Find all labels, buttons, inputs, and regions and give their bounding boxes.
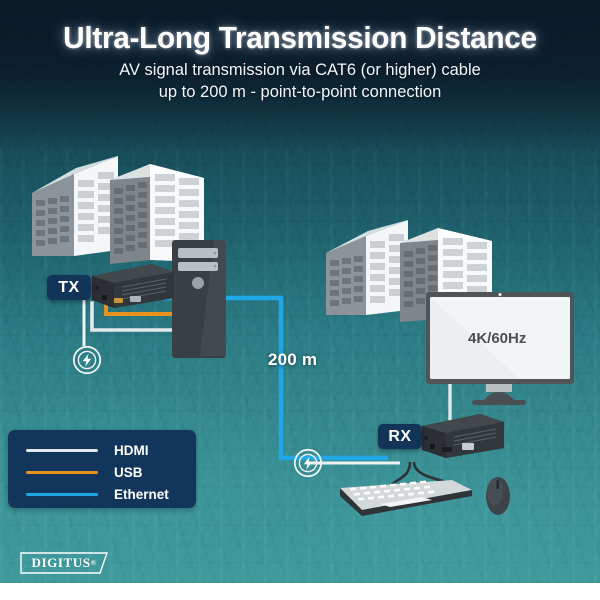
- distance-label: 200 m: [268, 350, 318, 369]
- logo-registered-mark: ®: [90, 559, 97, 567]
- logo-name: DIGITUS: [31, 555, 91, 570]
- hdmi-cable-tx: [90, 301, 204, 332]
- usb-cable: [104, 301, 204, 316]
- power-cable-tx: [82, 300, 86, 346]
- power-cable-rx: [308, 461, 400, 465]
- keyboard-icon: [340, 480, 472, 516]
- power-bolt-icon-tx: [72, 345, 102, 375]
- monitor-icon: [426, 292, 574, 405]
- power-bolt-icon-rx: [293, 448, 323, 478]
- subtitle-line-1: AV signal transmission via CAT6 (or high…: [119, 61, 481, 79]
- monitor-screen-label: 4K/60Hz: [468, 330, 527, 347]
- legend-label-usb: USB: [114, 464, 143, 480]
- office-building-icon-left: [32, 156, 204, 264]
- hdmi-cable-rx: [448, 380, 452, 424]
- tx-badge-label: TX: [58, 278, 80, 296]
- logo-wordmark: DIGITUS®: [20, 552, 108, 574]
- legend-swatch-hdmi: [26, 448, 98, 452]
- desktop-tower-icon: [172, 240, 226, 358]
- legend-swatch-ethernet: [26, 492, 98, 496]
- legend-item-usb: USB: [26, 464, 143, 480]
- mouse-icon: [486, 477, 510, 515]
- rx-badge: RX: [378, 424, 422, 449]
- legend-swatch-usb: [26, 470, 98, 474]
- subtitle-line-2: up to 200 m - point-to-point connection: [158, 82, 442, 101]
- rx-badge-label: RX: [388, 427, 412, 445]
- legend-label-hdmi: HDMI: [114, 442, 149, 458]
- legend-label-ethernet: Ethernet: [114, 486, 169, 502]
- background-top-fade: [0, 0, 600, 150]
- logo-frame: [20, 552, 108, 574]
- transmitter-device-icon: [92, 264, 174, 308]
- receiver-device-icon: [422, 414, 504, 458]
- legend-panel: HDMI USB Ethernet: [8, 430, 196, 508]
- header: Ultra-Long Transmission Distance AV sign…: [0, 0, 600, 104]
- legend-item-hdmi: HDMI: [26, 442, 149, 458]
- page-title: Ultra-Long Transmission Distance: [63, 20, 537, 55]
- legend-item-ethernet: Ethernet: [26, 486, 169, 502]
- page-subtitle: AV signal transmission via CAT6 (or high…: [0, 60, 600, 104]
- digitus-logo: DIGITUS®: [20, 552, 108, 574]
- tx-badge: TX: [47, 275, 91, 300]
